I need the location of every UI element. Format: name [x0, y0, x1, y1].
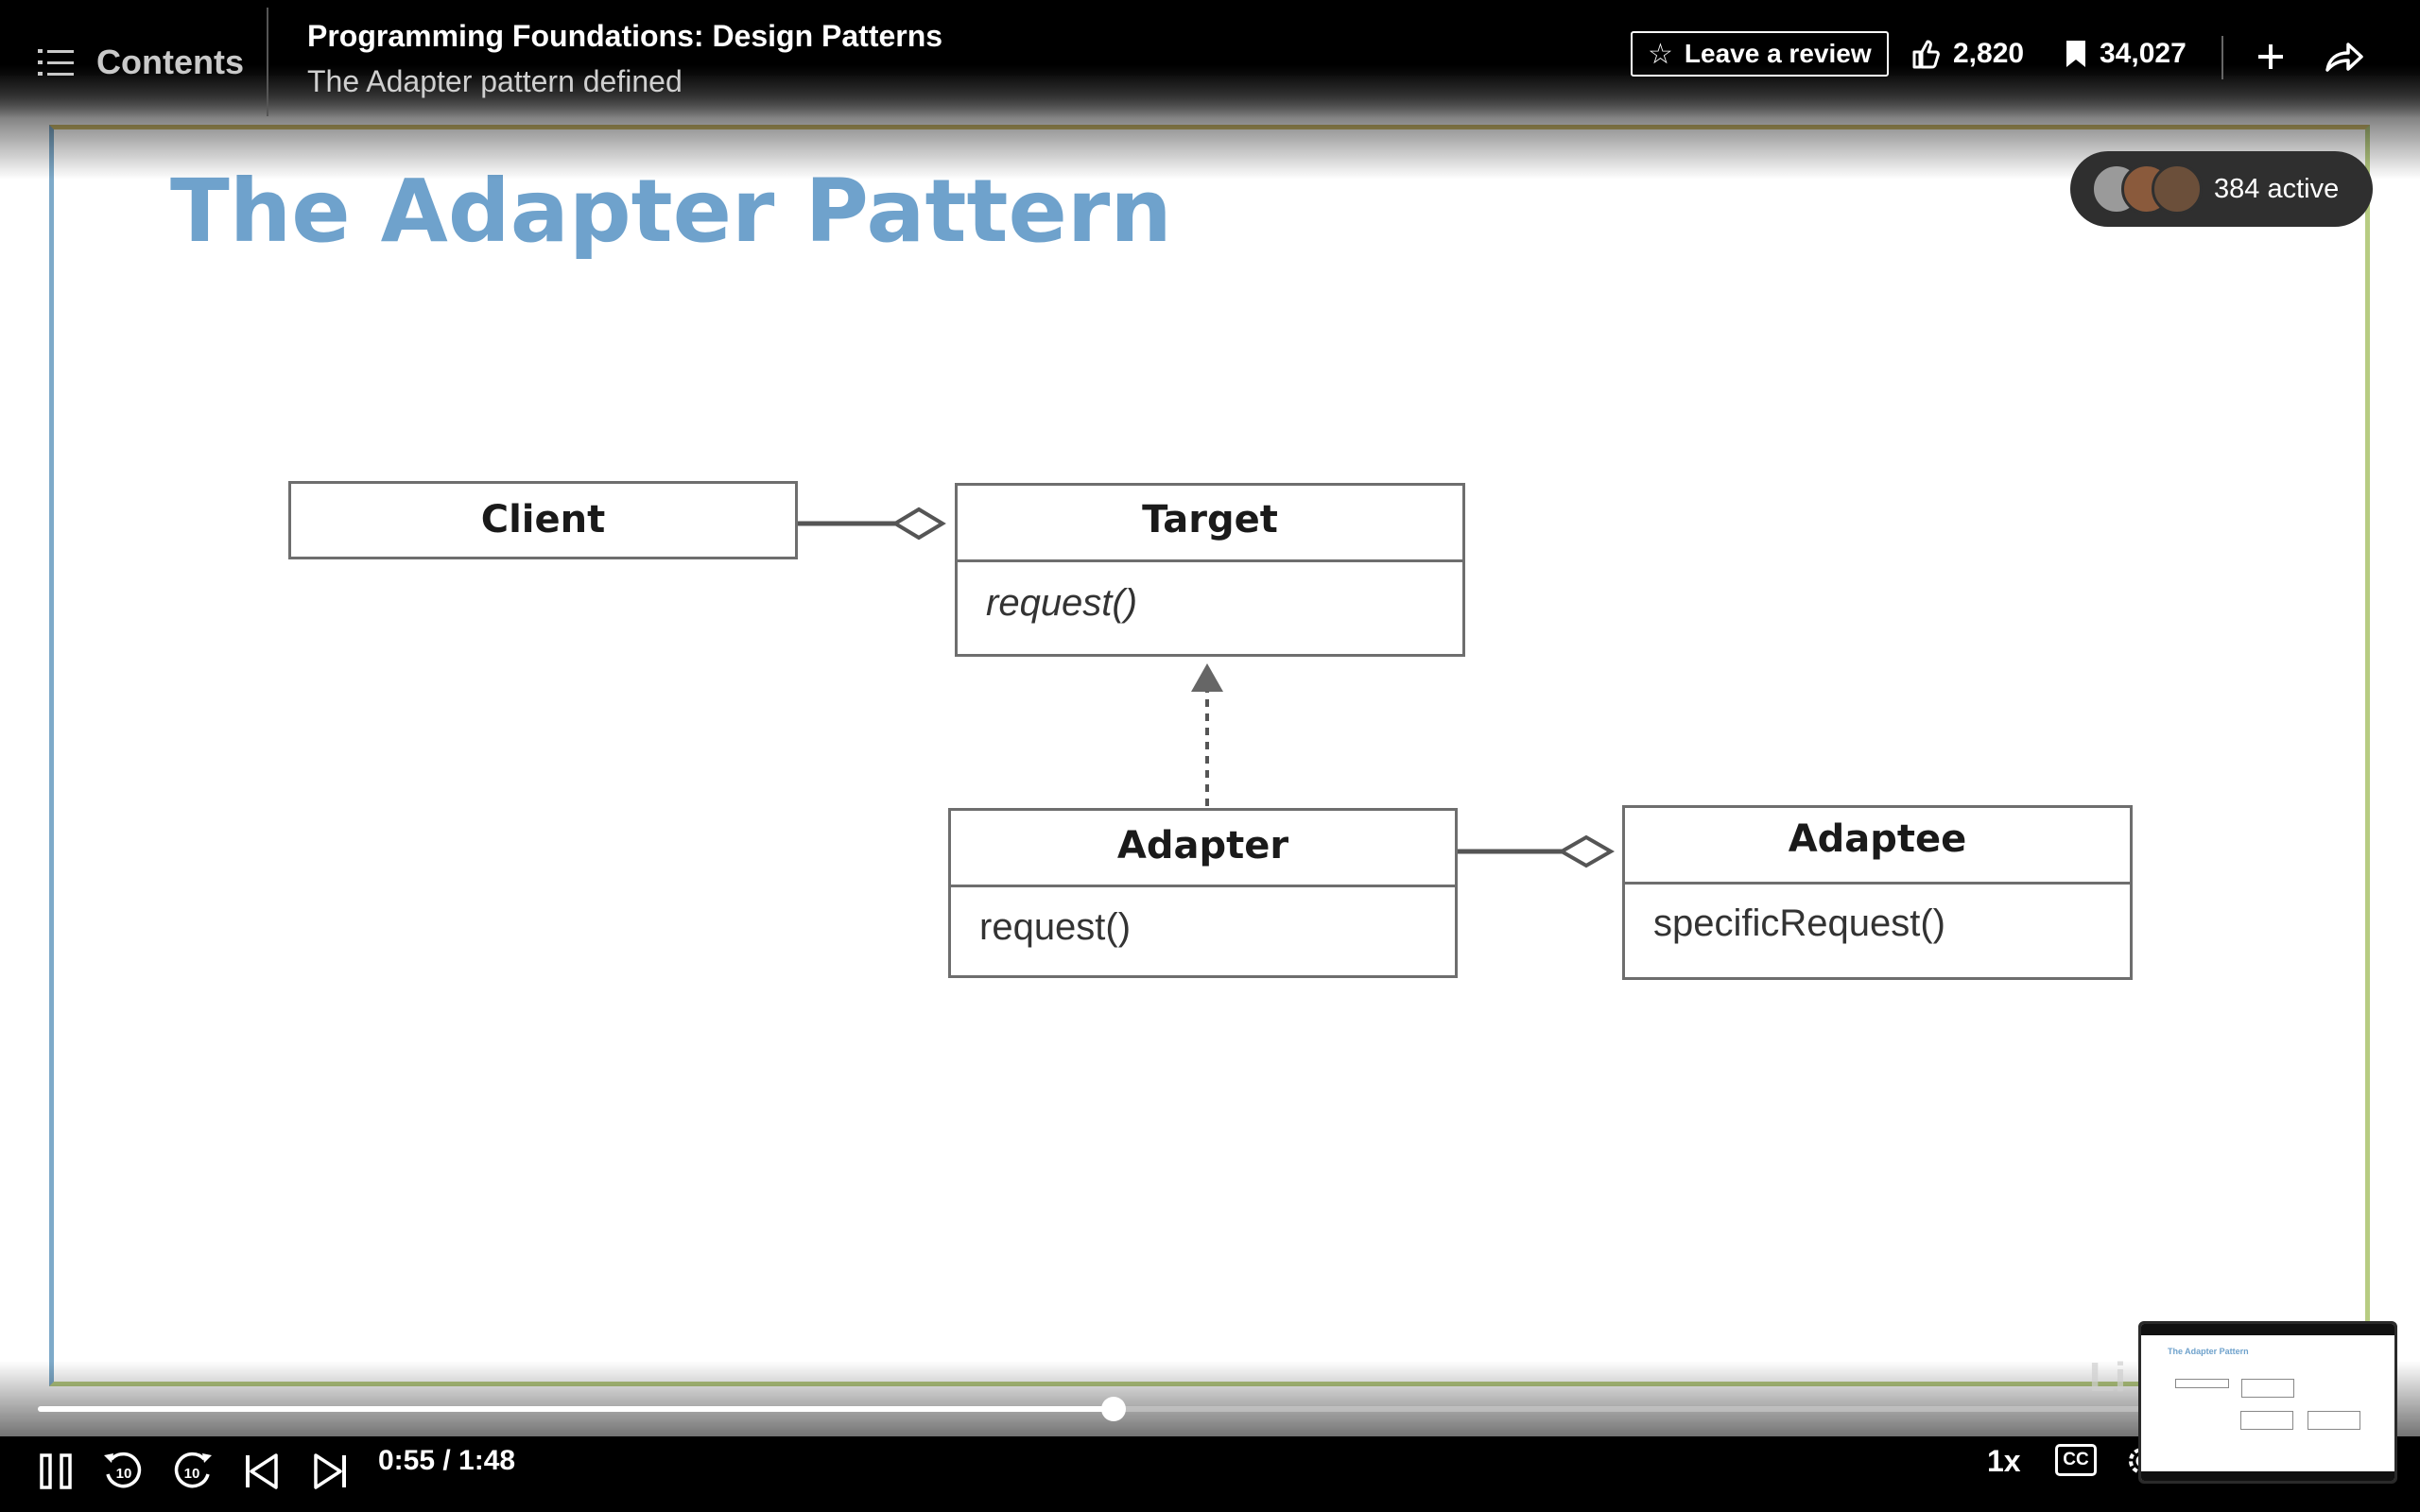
list-icon — [38, 48, 74, 76]
captions-button[interactable]: CC — [2055, 1444, 2097, 1476]
divider — [267, 8, 268, 116]
watermark: Li — [2089, 1354, 2127, 1400]
likes-count: 2,820 — [1953, 38, 2025, 69]
class-method: specificRequest() — [1625, 882, 2130, 977]
class-method: request() — [958, 559, 1462, 654]
realization-arrow-icon — [1191, 663, 1223, 692]
share-icon[interactable] — [2324, 36, 2365, 77]
class-name: Target — [1142, 498, 1278, 541]
uml-connectors — [798, 507, 1616, 868]
plus-icon[interactable] — [2252, 34, 2290, 79]
rewind-10-icon[interactable]: 10 — [100, 1448, 147, 1495]
thumbnail-class-box — [2240, 1411, 2293, 1430]
time-display: 0:55 / 1:48 — [378, 1445, 516, 1476]
class-name: Client — [480, 498, 606, 541]
saves-button[interactable]: 34,027 — [2066, 38, 2187, 70]
progress-bar[interactable] — [38, 1397, 2151, 1421]
player-controls: 10 10 — [0, 1436, 2420, 1512]
uml-class-adapter: Adapter request() — [948, 808, 1458, 978]
video-slide[interactable]: The Adapter Pattern Client Target reques… — [0, 76, 2420, 1436]
divider — [2221, 36, 2223, 79]
pause-icon[interactable] — [36, 1448, 83, 1495]
contents-label: Contents — [96, 42, 244, 81]
preview-thumbnail[interactable]: The Adapter Pattern — [2138, 1321, 2397, 1484]
leave-review-button[interactable]: ☆ Leave a review — [1631, 31, 1889, 77]
contents-button[interactable]: Contents — [38, 36, 244, 88]
bookmark-icon — [2066, 41, 2085, 67]
uml-class-adaptee: Adaptee specificRequest() — [1622, 805, 2133, 980]
thumbnail-title: The Adapter Pattern — [2168, 1347, 2249, 1356]
progress-fill — [38, 1406, 1114, 1412]
thumbnail-header — [2141, 1324, 2394, 1335]
likes-button[interactable]: 2,820 — [1911, 38, 2024, 70]
avatar — [2152, 163, 2203, 215]
active-count: 384 active — [2214, 173, 2340, 204]
progress-handle[interactable] — [1100, 1397, 1126, 1421]
video-title: The Adapter pattern defined — [307, 64, 683, 98]
forward-10-icon[interactable]: 10 — [168, 1448, 216, 1495]
thumbnail-footer — [2141, 1471, 2394, 1481]
thumbs-up-icon — [1912, 40, 1940, 69]
saves-count: 34,027 — [2100, 38, 2187, 69]
review-label: Leave a review — [1684, 39, 1872, 68]
bottom-shade — [0, 1361, 2420, 1436]
uml-class-client: Client — [288, 481, 798, 559]
next-icon[interactable] — [306, 1448, 354, 1495]
aggregation-diamond-icon — [891, 507, 946, 541]
active-learners-pill[interactable]: 384 active — [2070, 151, 2373, 227]
course-title[interactable]: Programming Foundations: Design Patterns — [307, 19, 943, 53]
thumbnail-class-box — [2175, 1379, 2229, 1388]
thumbnail-class-box — [2241, 1379, 2294, 1398]
rewind-label: 10 — [116, 1466, 132, 1482]
playback-speed-button[interactable]: 1x — [1987, 1444, 2021, 1478]
player-header: Contents Programming Foundations: Design… — [0, 0, 2420, 118]
class-name: Adaptee — [1788, 817, 1967, 861]
forward-label: 10 — [184, 1466, 200, 1482]
thumbnail-class-box — [2308, 1411, 2360, 1430]
class-method: request() — [951, 885, 1455, 975]
star-icon: ☆ — [1648, 38, 1673, 70]
aggregation-diamond-icon — [1557, 834, 1616, 868]
previous-icon[interactable] — [238, 1448, 285, 1495]
class-name: Adapter — [1116, 824, 1289, 868]
uml-class-target: Target request() — [955, 483, 1465, 657]
